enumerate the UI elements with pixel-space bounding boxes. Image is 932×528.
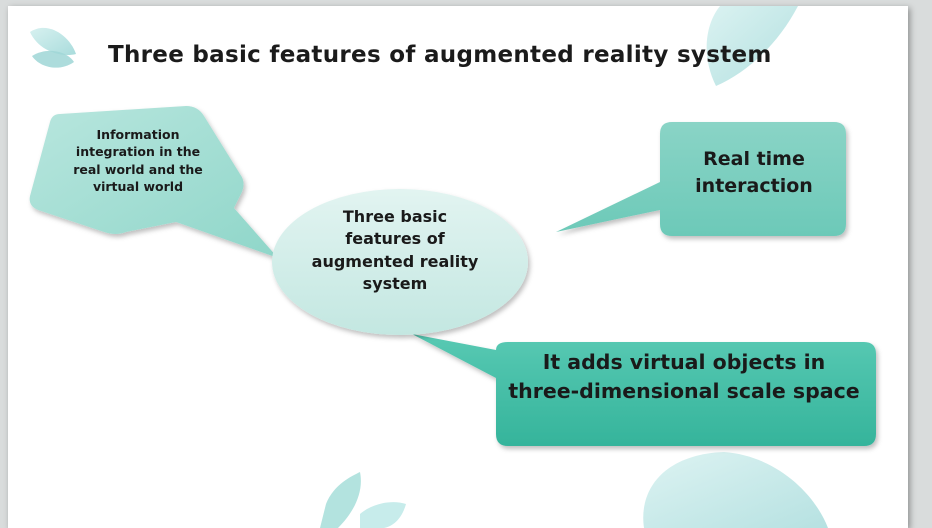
bubble-top-left xyxy=(29,106,278,258)
leaf-bottom-center-icon xyxy=(320,472,406,528)
leaf-bottom-right-icon xyxy=(643,452,828,528)
bubble-top-right xyxy=(556,122,846,236)
page-title: Three basic features of augmented realit… xyxy=(108,42,772,68)
node-top-right-text: Real time interaction xyxy=(695,148,813,197)
center-ellipse xyxy=(272,189,528,335)
bubble-bottom-right xyxy=(412,334,876,446)
leaf-top-left-icon xyxy=(30,27,76,68)
node-top-left-text: Information integration in the real worl… xyxy=(73,127,203,194)
node-bottom-right-text: It adds virtual objects in three-dimensi… xyxy=(508,350,860,404)
diagram-shapes xyxy=(29,6,876,528)
slide: Three basic features of augmented realit… xyxy=(8,6,908,528)
node-center-text: Three basic features of augmented realit… xyxy=(311,207,479,294)
leaf-top-right-icon xyxy=(706,6,798,86)
